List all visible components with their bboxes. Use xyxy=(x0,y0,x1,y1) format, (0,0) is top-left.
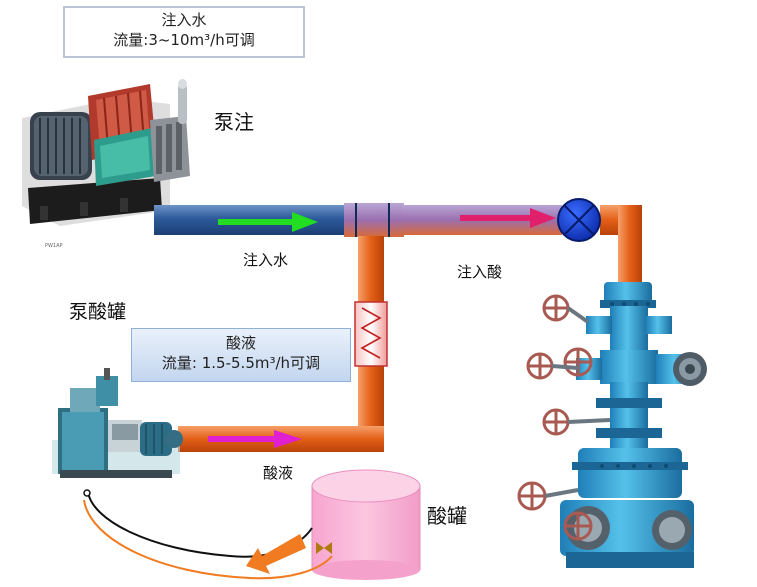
return-flow-arrow xyxy=(246,534,306,574)
acid-liquid-label: 酸液 xyxy=(263,464,294,482)
suction-hose xyxy=(83,489,333,580)
pump-injection-label: 泵注 xyxy=(214,110,254,134)
pump-nameplate-text: PW1AP xyxy=(45,243,63,249)
inline-heater xyxy=(354,301,388,367)
acid-pipe-label: 注入酸 xyxy=(457,263,503,281)
wellhead-christmas-tree xyxy=(560,282,707,568)
acid-tank-label: 酸罐 xyxy=(427,504,467,528)
acid-tank xyxy=(311,469,421,580)
acid-flow-arrow xyxy=(460,208,556,228)
pump-acid-tank-label: 泵酸罐 xyxy=(69,301,127,323)
acid-flow-info-box: 酸液 流量: 1.5-5.5m³/h可调 xyxy=(131,328,351,382)
mixing-tee xyxy=(344,203,404,237)
acid-liquid-flow-arrow xyxy=(208,430,302,448)
plunger-pump xyxy=(22,79,190,226)
water-flow-info-box: 注入水 流量:3~10m³/h可调 xyxy=(63,6,305,58)
water-info-flow-rate: 流量:3~10m³/h可调 xyxy=(113,31,255,49)
acid-info-title: 酸液 xyxy=(225,334,256,352)
wellhead-feed-pipe xyxy=(618,205,642,283)
control-valve-icon xyxy=(557,198,601,242)
acid-pump-unit xyxy=(52,368,183,478)
water-info-title: 注入水 xyxy=(161,11,207,29)
acid-supply-riser xyxy=(358,236,384,304)
water-pipe-label: 注入水 xyxy=(243,251,289,269)
acid-info-flow-rate: 流量: 1.5-5.5m³/h可调 xyxy=(161,354,321,372)
water-flow-arrow xyxy=(218,212,318,232)
